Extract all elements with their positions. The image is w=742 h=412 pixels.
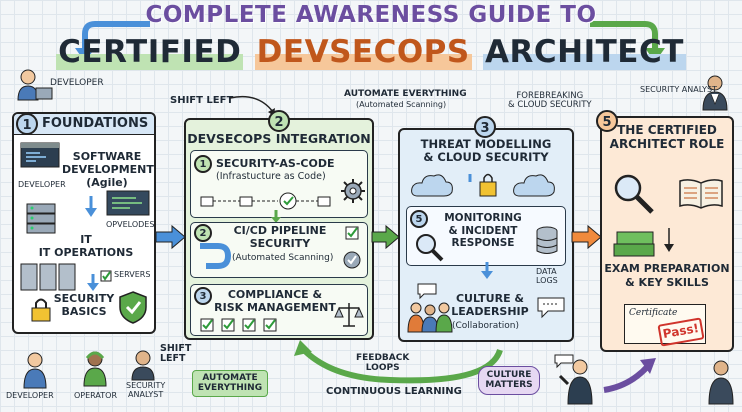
cicd-note: (Automated Scanning)	[232, 253, 334, 263]
label-shift-left-top: SHIFT LEFT	[170, 95, 234, 106]
label-automate-sub: (Automated Scanning)	[356, 100, 447, 109]
security-analyst-avatar-top	[702, 75, 728, 111]
culture-leadership-title: CULTURE & LEADERSHIP	[451, 292, 529, 319]
threat-modelling-title: THREAT MODELLING & CLOUD SECURITY	[420, 137, 552, 165]
step-3-badge: 3	[474, 116, 496, 138]
speech-bubble-icon-2	[417, 283, 437, 300]
security-as-code-note: (Infrastucture as Code)	[216, 171, 326, 182]
title-certified: CERTIFIED	[56, 34, 244, 70]
opvelodes-label: OPVELODES	[106, 220, 155, 229]
certificate-card: Certificate Pass!	[624, 304, 706, 347]
check-box-icon-2	[345, 226, 359, 240]
it-operations-label: IT IT OPERATIONS	[38, 233, 134, 260]
developer-sub-label: DEVELOPER	[18, 180, 66, 189]
certificate-label: Certificate	[629, 308, 678, 318]
developer-avatar-bottom	[23, 352, 47, 389]
substep-2-badge: 2	[194, 224, 212, 242]
label-developer-bottom: DEVELOPER	[6, 391, 54, 400]
title-line-2: CERTIFIED DEVSECOPS ARCHITECT	[0, 34, 742, 70]
speech-bubble-icon-3	[554, 354, 574, 369]
label-continuous-learning: CONTINUOUS LEARNING	[326, 386, 462, 397]
security-analyst-avatar-bottom	[131, 350, 155, 381]
pipe-icon	[200, 243, 232, 269]
arrow-integration-to-threat-icon	[371, 224, 400, 250]
title-line-1: COMPLETE AWARENESS GUIDE TO	[145, 2, 597, 28]
label-automate-everything-top: AUTOMATE EVERYTHING	[344, 89, 467, 99]
exam-prep-label: EXAM PREPARATION & KEY SKILLS	[604, 262, 730, 289]
checklist-icons	[200, 318, 277, 332]
speech-bubble-icon	[537, 297, 565, 319]
label-forebreaking: FOREBREAKING & CLOUD SECURITY	[508, 91, 592, 111]
code-window-icon	[20, 142, 60, 168]
book-stack-icon	[613, 231, 655, 257]
monitoring-title: MONITORING & INCIDENT RESPONSE	[444, 212, 522, 250]
arrow-down-icon	[85, 196, 97, 217]
growth-arrow-icon	[603, 358, 656, 393]
substep-1-badge: 1	[194, 155, 212, 173]
substep-5-badge: 5	[410, 210, 428, 228]
arrow-threat-to-architect-icon	[571, 224, 602, 250]
check-box-icon	[100, 270, 112, 282]
arrow-down-icon-3	[271, 210, 281, 223]
cicd-title: CI/CD PIPELINE SECURITY	[233, 224, 327, 251]
server-rack-icon	[26, 203, 56, 234]
label-security-analyst-bottom: SECURITY ANALYST	[126, 381, 166, 399]
label-developer-top: DEVELOPER	[50, 78, 104, 88]
title-devsecops: DEVSECOPS	[254, 34, 472, 70]
automate-everything-tag: AUTOMATE EVERYTHING	[192, 370, 268, 397]
step-2-badge: 2	[268, 110, 290, 132]
terminal-icon	[106, 190, 150, 216]
software-development-label: SOFTWARE DEVELOPMENT (Agile)	[62, 150, 154, 190]
compliance-title: COMPLIANCE & RISK MANAGEMENT	[214, 288, 336, 315]
architect-role-title: THE CERTIFIED ARCHITECT ROLE	[609, 123, 725, 151]
presenter-avatar	[558, 359, 593, 405]
scales-icon	[334, 303, 364, 327]
cloud-lock-icons	[411, 173, 555, 197]
servers-label: SERVERS	[114, 270, 151, 279]
title-architect: ARCHITECT	[483, 34, 686, 70]
label-security-analyst-top: SECURITY ANALYST	[640, 85, 717, 94]
data-logs-label: DATA LOGS	[536, 267, 558, 285]
shield-check-icon	[119, 291, 147, 324]
arrow-foundations-to-integration-icon	[155, 224, 186, 250]
label-shift-left-bottom: SHIFT LEFT	[160, 343, 192, 365]
person-avatar-right	[708, 360, 734, 405]
pass-stamp: Pass!	[657, 317, 705, 347]
security-as-code-title: SECURITY-AS-CODE	[216, 157, 335, 170]
panel-integration-title: DEVSECOPS INTEGRATION	[187, 131, 371, 146]
culture-matters-tag: CULTURE MATTERS	[478, 366, 540, 395]
open-book-icon	[679, 179, 723, 209]
gear-check-icon	[343, 251, 361, 269]
arrow-down-icon-2	[87, 274, 99, 291]
team-icon	[407, 302, 453, 333]
developer-avatar-top	[17, 69, 53, 101]
culture-leadership-note: (Collaboration)	[452, 321, 520, 331]
lock-icon	[31, 298, 51, 322]
label-operator: OPERATOR	[74, 391, 118, 400]
pipeline-nodes-icon	[200, 192, 331, 210]
magnifier-icon	[416, 234, 444, 262]
label-feedback-loops: FEEDBACK LOOPS	[356, 353, 410, 373]
step-5-badge: 5	[596, 110, 618, 132]
database-icon	[536, 226, 558, 254]
subpanel-security-as-code	[190, 150, 368, 218]
operator-avatar	[83, 351, 107, 387]
arrow-down-icon-4	[481, 262, 493, 279]
security-basics-label: SECURITY BASICS	[53, 292, 115, 319]
arrow-down-icon-5	[664, 228, 674, 252]
server-stack-icon	[20, 263, 76, 291]
substep-3-badge: 3	[194, 287, 212, 305]
panel-foundations-header	[14, 114, 154, 135]
panel-foundations-title: FOUNDATIONS	[42, 116, 149, 131]
magnifier-icon-2	[614, 174, 654, 214]
step-1-badge: 1	[16, 113, 38, 135]
gear-icon	[341, 179, 365, 203]
continuous-learning-arrow-icon	[294, 340, 503, 384]
